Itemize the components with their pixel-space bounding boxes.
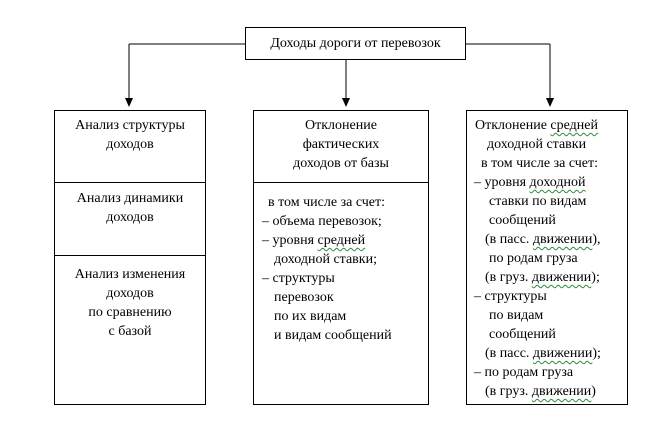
col2-b-line3: – уровня средней (254, 231, 428, 250)
col2-box: Отклонение фактических доходов от базы в… (253, 110, 429, 405)
col2-b-line6: перевозок (274, 290, 334, 305)
col1-section-comparison: Анализ изменения доходов по сравнению с … (55, 243, 205, 404)
col2-b-line5: – структуры (262, 271, 335, 286)
col3-line9: (в груз. движении); (485, 270, 600, 285)
col3-line4: – уровня доходной (474, 175, 586, 190)
col2-b-line1: в том числе за счет: (268, 195, 386, 210)
col2-top-line3: доходов от базы (293, 156, 389, 171)
col1-s3-line4: с базой (108, 324, 152, 339)
spellcheck-underline: движении (532, 346, 593, 361)
col1-box: Анализ структуры доходов Анализ динамики… (54, 110, 206, 405)
col3-line2: доходной ставки (487, 137, 587, 152)
col1-s2-line2: доходов (106, 210, 154, 225)
col3-line13: (в пасс. движении); (485, 346, 601, 361)
col2-bottom: в том числе за счет: – объема перевозок;… (254, 177, 428, 404)
spellcheck-underline: средней (317, 233, 366, 248)
spellcheck-underline: движении (532, 232, 593, 247)
col3-line7: (в пасс. движении), (485, 232, 601, 247)
arrow-center-head (342, 98, 350, 107)
col3-line5: ставки по видам (489, 194, 587, 209)
spellcheck-underline: доходной (529, 175, 586, 190)
col2-b-line2: – объема перевозок; (262, 214, 382, 229)
col2-b-line7: по их видам (274, 309, 347, 324)
spellcheck-underline: средней (550, 118, 598, 133)
col3-line8: по родам груза (489, 251, 578, 266)
arrow-left-head (125, 98, 133, 107)
col1-s3-line1: Анализ изменения (74, 267, 186, 282)
col1-s3-line2: доходов (106, 286, 154, 301)
col2-b-line4: доходной ставки; (274, 252, 377, 267)
root-box: Доходы дороги от перевозок (245, 27, 466, 60)
col1-s2-line1: Анализ динамики (76, 191, 184, 206)
col3-line1: Отклонение средней (475, 118, 598, 133)
arrow-right-head (546, 98, 554, 107)
col3-line12: сообщений (489, 327, 556, 342)
col1-s3-line3: по сравнению (88, 305, 172, 320)
col2-b-line3-text: – уровня средней (262, 233, 366, 248)
col2-b-line8: и видам сообщений (274, 328, 392, 343)
root-title: Доходы дороги от перевозок (270, 36, 441, 51)
col1-section-dynamics: Анализ динамики доходов (55, 177, 205, 256)
col3-box: Отклонение средней доходной ставки в том… (466, 110, 628, 405)
col3-line11: по видам (489, 308, 544, 323)
col3-line10: – структуры (474, 289, 547, 304)
col3-line15: (в груз. движении) (485, 384, 596, 399)
col2-top: Отклонение фактических доходов от базы (254, 111, 428, 183)
col1-s1-line1: Анализ структуры (75, 118, 185, 133)
col1-section-structure: Анализ структуры доходов (55, 111, 205, 183)
col1-s1-line2: доходов (106, 137, 154, 152)
spellcheck-underline: движении (531, 384, 592, 399)
col3-line6: сообщений (489, 213, 556, 228)
spellcheck-underline: движении (531, 270, 592, 285)
col2-top-line1: Отклонение (305, 118, 377, 133)
col3-line14: – по родам груза (474, 365, 574, 380)
col2-top-line2: фактических (302, 137, 380, 152)
col3-line3: в том числе за счет: (481, 156, 599, 171)
